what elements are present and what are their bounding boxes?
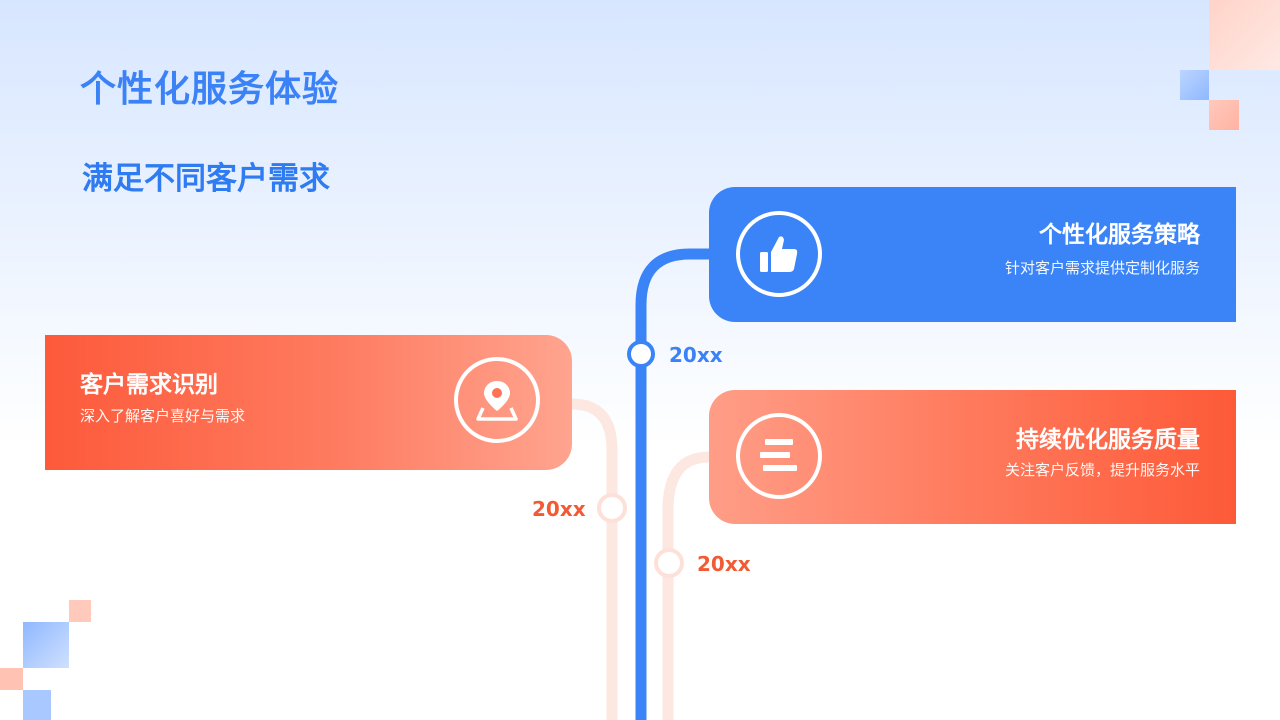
year-label-left: 20xx [532, 497, 586, 521]
deco-square-bottom-left-pink-small [69, 600, 91, 622]
timeline-node-left [597, 493, 627, 523]
card-title: 个性化服务策略 [1039, 222, 1200, 248]
card-personalized-strategy: 个性化服务策略 针对客户需求提供定制化服务 [709, 187, 1236, 322]
timeline-line-left [571, 398, 618, 720]
icon-circle [736, 211, 822, 297]
year-label-blue: 20xx [669, 343, 723, 367]
timeline-line-main [635, 248, 709, 720]
card-description: 深入了解客户喜好与需求 [80, 407, 246, 425]
deco-square-bottom-left-pink [0, 668, 23, 690]
deco-square-bottom-left-blue-small [23, 690, 51, 720]
deco-square-bottom-left-blue [23, 622, 69, 668]
timeline-node-blue [627, 340, 655, 368]
card-title: 持续优化服务质量 [1016, 427, 1200, 453]
deco-square-top-right-large [1209, 0, 1280, 70]
thumbs-up-icon [760, 236, 798, 272]
stack-bars-icon [760, 439, 797, 471]
page-subtitle: 满足不同客户需求 [82, 161, 330, 197]
timeline-line-right [662, 451, 710, 720]
card-need-identification: 客户需求识别 深入了解客户喜好与需求 [45, 335, 572, 470]
deco-square-top-right-pink [1209, 100, 1239, 130]
icon-circle [736, 413, 822, 499]
deco-square-top-right-blue [1180, 70, 1209, 100]
page-title: 个性化服务体验 [80, 69, 340, 110]
map-pin-icon [476, 381, 518, 421]
year-label-right: 20xx [697, 552, 751, 576]
card-title: 客户需求识别 [80, 372, 218, 398]
icon-circle [454, 357, 540, 443]
card-description: 关注客户反馈，提升服务水平 [1004, 461, 1200, 479]
timeline-node-right [654, 548, 684, 578]
card-service-optimization: 持续优化服务质量 关注客户反馈，提升服务水平 [709, 390, 1236, 524]
card-description: 针对客户需求提供定制化服务 [1004, 259, 1200, 277]
